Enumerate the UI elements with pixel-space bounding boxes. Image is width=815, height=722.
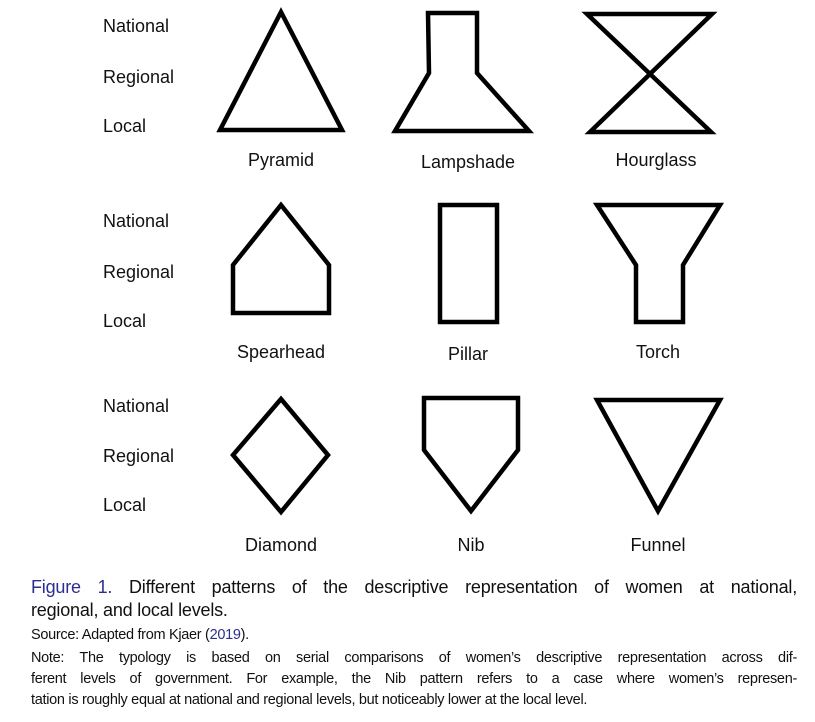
- shape-label-pillar: Pillar: [447, 344, 488, 364]
- torch-shape: [592, 202, 725, 325]
- caption-text: Different patterns of the descriptive re…: [129, 577, 797, 597]
- shape-label-funnel: Funnel: [630, 535, 686, 555]
- level-label-regional: Regional: [103, 262, 175, 282]
- shape-label-nib: Nib: [457, 535, 485, 555]
- level-label-national: National: [103, 16, 170, 36]
- note-line-3: tation is roughly equal at national and …: [31, 692, 588, 708]
- level-label-regional: Regional: [103, 446, 175, 466]
- source-suffix: ).: [240, 627, 250, 643]
- source-year-link[interactable]: 2019: [209, 627, 241, 643]
- level-label-national: National: [103, 211, 170, 231]
- figure-label: Figure 1.: [31, 577, 113, 597]
- level-label-national: National: [103, 396, 170, 416]
- spearhead-shape: [230, 201, 332, 316]
- level-label-local: Local: [103, 311, 147, 331]
- shape-diagrams: [216, 7, 725, 516]
- source-text: Source: Adapted from Kjaer (: [31, 627, 210, 643]
- diamond-shape: [230, 395, 331, 516]
- hourglass-shape: [581, 11, 718, 135]
- shape-label-torch: Torch: [635, 342, 680, 362]
- caption-line-1: Figure 1. Different patterns of the desc…: [31, 576, 797, 598]
- caption-line-2: regional, and local levels.: [31, 600, 228, 620]
- level-label-regional: Regional: [103, 67, 175, 87]
- note-line-2: ferent levels of government. For example…: [31, 671, 797, 687]
- shape-label-spearhead: Spearhead: [236, 342, 326, 362]
- level-label-local: Local: [103, 116, 147, 136]
- shape-label-hourglass: Hourglass: [615, 150, 697, 170]
- pyramid-shape: [216, 7, 346, 133]
- source-line: Source: Adapted from Kjaer (2019).: [31, 625, 797, 645]
- shape-label-diamond: Diamond: [244, 535, 318, 555]
- note-line-1: Note: The typology is based on serial co…: [31, 650, 797, 666]
- nib-shape: [421, 395, 521, 515]
- shape-label-pyramid: Pyramid: [247, 150, 314, 170]
- level-label-local: Local: [103, 495, 147, 515]
- funnel-shape: [593, 397, 724, 516]
- shape-label-lampshade: Lampshade: [420, 152, 516, 172]
- pillar-shape: [437, 202, 500, 325]
- lampshade-shape: [391, 10, 535, 134]
